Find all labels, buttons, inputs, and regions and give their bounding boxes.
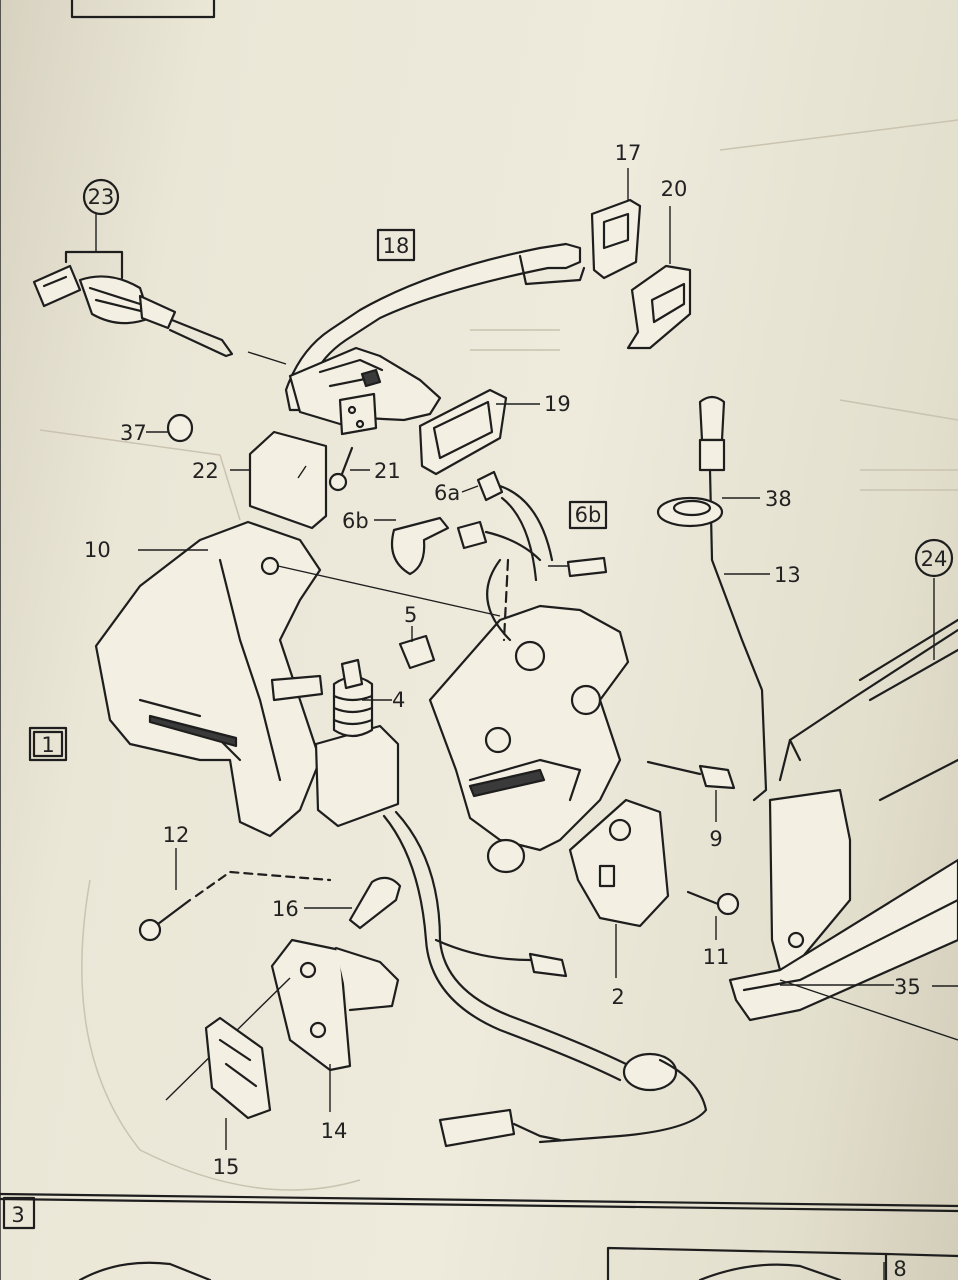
next-figure-frame: [0, 1192, 958, 1280]
top-box-fragment: [70, 0, 216, 19]
callout-circle-23: [82, 178, 120, 216]
callout-circle-24: [914, 538, 954, 578]
label-5: 5: [404, 603, 417, 627]
lock-rod-assembly: [656, 395, 770, 802]
plug-37: [146, 413, 194, 443]
handle-end-cap: [626, 206, 692, 350]
central-lock-actuator: [270, 658, 400, 828]
label-17: 17: [615, 141, 642, 165]
screw-11: [686, 890, 740, 940]
label-4: 4: [392, 688, 405, 712]
label-15: 15: [213, 1155, 240, 1179]
striker-plate-14: [165, 938, 400, 1112]
outer-door-handle: [247, 242, 586, 436]
label-23: 23: [88, 185, 115, 209]
connector-6a: [461, 470, 554, 582]
wiring-harness: [382, 558, 708, 1148]
label-19: 19: [544, 392, 571, 416]
reference-box-1: [28, 726, 68, 762]
label-35: 35: [894, 975, 921, 999]
door-lock-mechanism: [428, 604, 670, 978]
label-16: 16: [272, 897, 299, 921]
screw-12: [138, 848, 332, 942]
shim-plates-15: [204, 1016, 272, 1150]
connector-small: [456, 520, 542, 562]
label-22: 22: [192, 459, 219, 483]
label-12: 12: [163, 823, 190, 847]
door-panel-24: [728, 578, 958, 1041]
label-18: 18: [383, 234, 410, 258]
label-20: 20: [661, 177, 688, 201]
rod-clip-9: [646, 760, 736, 822]
label-21: 21: [374, 459, 401, 483]
label-8: 8: [893, 1257, 906, 1280]
label-37: 37: [120, 421, 147, 445]
label-6b: 6b: [342, 509, 369, 533]
label-1: 1: [41, 733, 54, 757]
label-3: 3: [11, 1203, 24, 1227]
reference-box-18: [376, 228, 416, 262]
label-24: 24: [921, 547, 948, 571]
lock-cylinder-assembly: [32, 214, 234, 358]
background-ghost-lines: [39, 119, 958, 1191]
boxed-part-6b: [548, 500, 608, 578]
label-10: 10: [84, 538, 111, 562]
label-13: 13: [774, 563, 801, 587]
label-38: 38: [765, 487, 792, 511]
handle-end-bracket: [590, 168, 642, 280]
lock-housing-casing: [94, 520, 501, 838]
label-14: 14: [321, 1119, 348, 1143]
label-6b-boxed: 6b: [575, 503, 602, 527]
clip-6b: [374, 516, 450, 576]
label-2: 2: [611, 985, 624, 1009]
handle-gasket: [418, 388, 540, 476]
label-9: 9: [709, 827, 722, 851]
screw-16: [304, 876, 402, 930]
label-11: 11: [703, 945, 730, 969]
switch-5: [398, 626, 436, 670]
cover-plate-22: [230, 430, 328, 530]
screw-21: [328, 446, 370, 492]
label-6a: 6a: [434, 481, 460, 505]
